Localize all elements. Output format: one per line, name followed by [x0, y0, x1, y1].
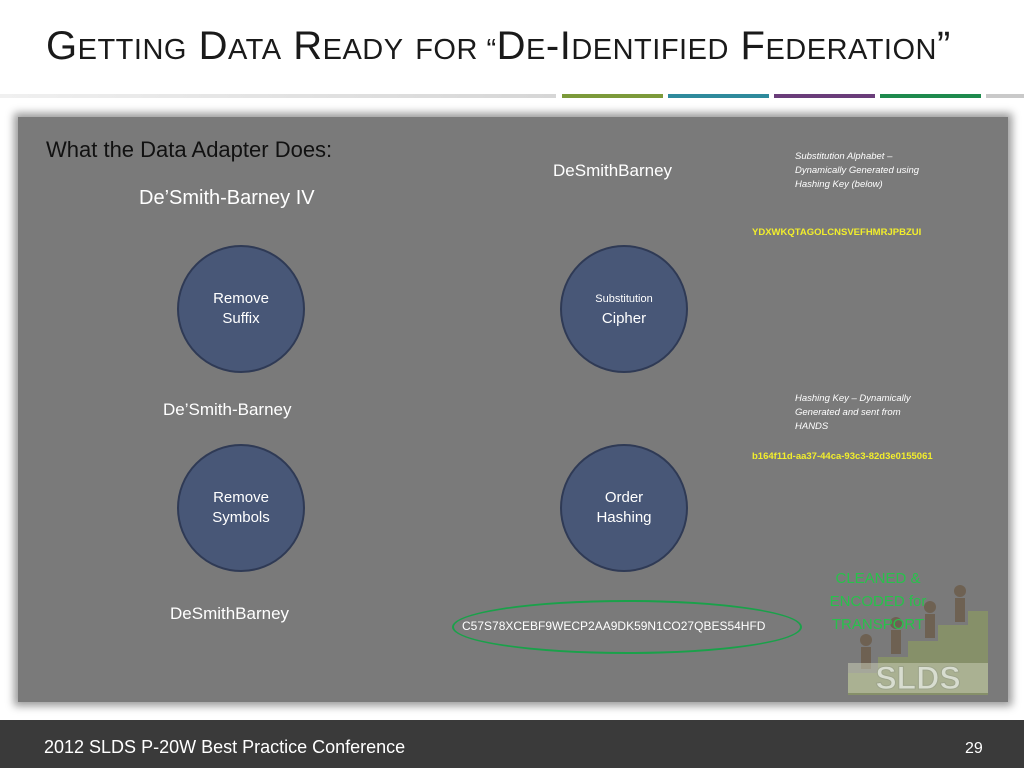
remove-suffix-step: Remove Suffix	[177, 245, 305, 373]
step-label: Remove	[213, 489, 269, 506]
substitution-cipher-step: Substitution Cipher	[560, 245, 688, 373]
remove-symbols-step: Remove Symbols	[177, 444, 305, 572]
title-part: D	[198, 24, 228, 68]
slds-logo-icon: SLDS	[848, 585, 988, 695]
cipher-input-name: DeSmithBarney	[553, 161, 673, 180]
logo-text: SLDS	[875, 660, 960, 695]
step-label: Symbols	[212, 509, 270, 526]
alphabet-value: YDXWKQTAGOLCNSVEFHMRJPBZUI	[752, 227, 922, 238]
title-part: D	[496, 24, 527, 68]
header-gray-line	[0, 94, 556, 98]
title-part: ETTING	[77, 34, 187, 66]
panel-heading: What the Data Adapter Does:	[46, 137, 333, 162]
header-stripe-green	[562, 94, 663, 98]
header-stripe-teal	[668, 94, 769, 98]
hashing-key-label: Hashing Key – Dynamically Generated and …	[795, 393, 911, 432]
order-hashing-step: Order Hashing	[560, 444, 688, 572]
title-part: ATA	[227, 34, 282, 66]
title-part: G	[46, 24, 78, 68]
input-name: De’Smith-Barney IV	[139, 187, 315, 209]
alphabet-label: Substitution Alphabet – Dynamically Gene…	[795, 151, 920, 190]
title-part: DENTIFIED	[571, 34, 729, 66]
header-stripe-gray	[986, 94, 1024, 98]
slide-title: GETTING DATA READY FOR “DE-IDENTIFIED FE…	[46, 24, 1006, 84]
step-label: Remove	[213, 290, 269, 307]
step-label: Order	[604, 489, 644, 506]
title-part: R	[293, 24, 323, 68]
title-part: ”	[937, 24, 951, 68]
title-part: FOR “	[415, 34, 497, 66]
title-part: F	[740, 24, 766, 68]
content-panel	[18, 117, 1008, 702]
step-label: Suffix	[222, 310, 260, 327]
header-stripe-darkgreen	[880, 94, 981, 98]
status-note: CLEANED & ENCODED for TRANSPORT	[829, 570, 927, 633]
hash-output-highlight	[452, 600, 802, 654]
title-part: E	[526, 34, 546, 66]
after-symbols-name: DeSmithBarney	[170, 604, 290, 623]
footer-bar	[0, 720, 1024, 768]
footer-conference: 2012 SLDS P-20W Best Practice Conference	[44, 737, 406, 757]
hashing-key-value: b164f11d-aa37-44ca-93c3-82d3e0155061	[752, 451, 933, 462]
title-part: EDERATION	[765, 34, 937, 66]
title-part: EADY	[322, 34, 404, 66]
after-suffix-name: De’Smith-Barney	[163, 400, 292, 419]
step-label: Hashing	[596, 509, 652, 526]
step-label: Substitution	[595, 293, 653, 305]
header-stripe-purple	[774, 94, 875, 98]
page-number: 29	[965, 740, 983, 757]
title-part: -I	[545, 24, 572, 68]
step-label: Cipher	[601, 310, 647, 327]
